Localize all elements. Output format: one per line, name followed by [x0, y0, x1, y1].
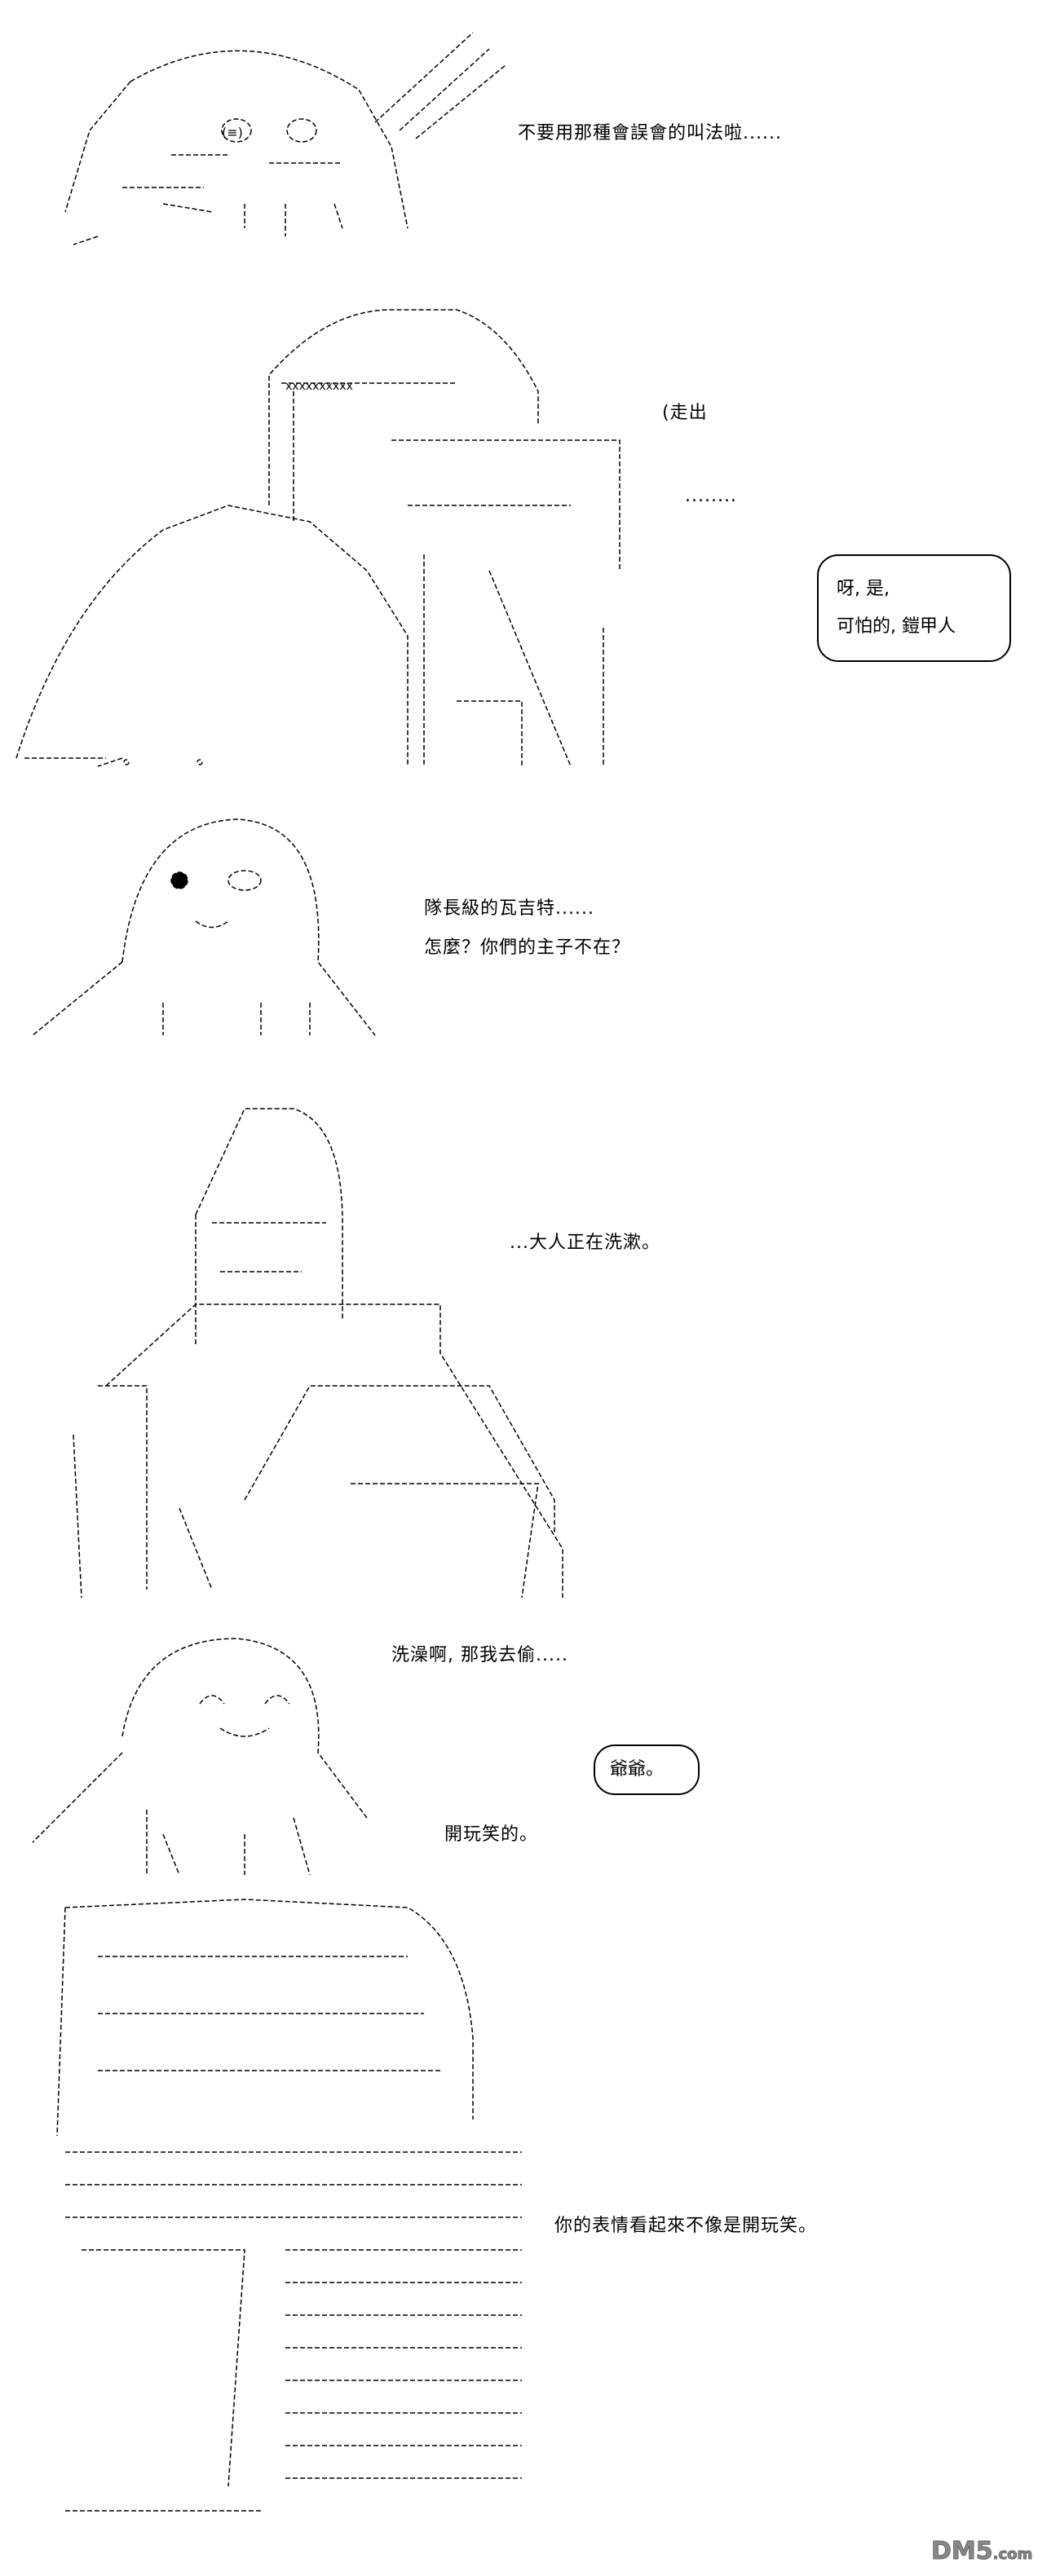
- panel1-figure: (≡): [64, 32, 506, 245]
- dialogue-line: 開玩笑的。: [444, 1824, 539, 1845]
- dialogue-line: 洗澡啊, 那我去偷.....: [391, 1645, 568, 1665]
- dialogue-line: 隊長級的瓦吉特......: [424, 898, 594, 919]
- svg-text:xxxxxxxxxx: xxxxxxxxxx: [285, 380, 353, 393]
- speech-bubble: 爺爺。: [594, 1745, 700, 1795]
- speech-bubble: 呀, 是, 可怕的, 鎧甲人: [817, 554, 1011, 662]
- dialogue-line: 怎麼？你們的主子不在？: [424, 937, 631, 958]
- action-text: (走出: [662, 403, 708, 423]
- bubble-line: 爺爺。: [610, 1759, 665, 1780]
- panel4-figure: [73, 1108, 563, 1599]
- watermark-logo: DM5.com: [931, 2537, 1033, 2566]
- panel6-figure: [56, 1899, 522, 2512]
- bubble-line: 呀, 是,: [837, 579, 890, 599]
- dialogue-line: 你的表情看起來不像是開玩笑。: [554, 2216, 818, 2236]
- ellipsis-text: ........: [685, 486, 737, 506]
- bubble-line: 可怕的, 鎧甲人: [837, 616, 956, 637]
- panel3-figure: [32, 818, 376, 1036]
- dialogue-line: ...大人正在洗漱。: [510, 1233, 660, 1253]
- svg-text:(≡): (≡): [222, 125, 243, 140]
- dialogue-line: 不要用那種會誤會的叫法啦......: [518, 123, 782, 143]
- panel5-figure: [32, 1638, 368, 1876]
- panel2-figure: xxxxxxxxxx: [15, 309, 621, 767]
